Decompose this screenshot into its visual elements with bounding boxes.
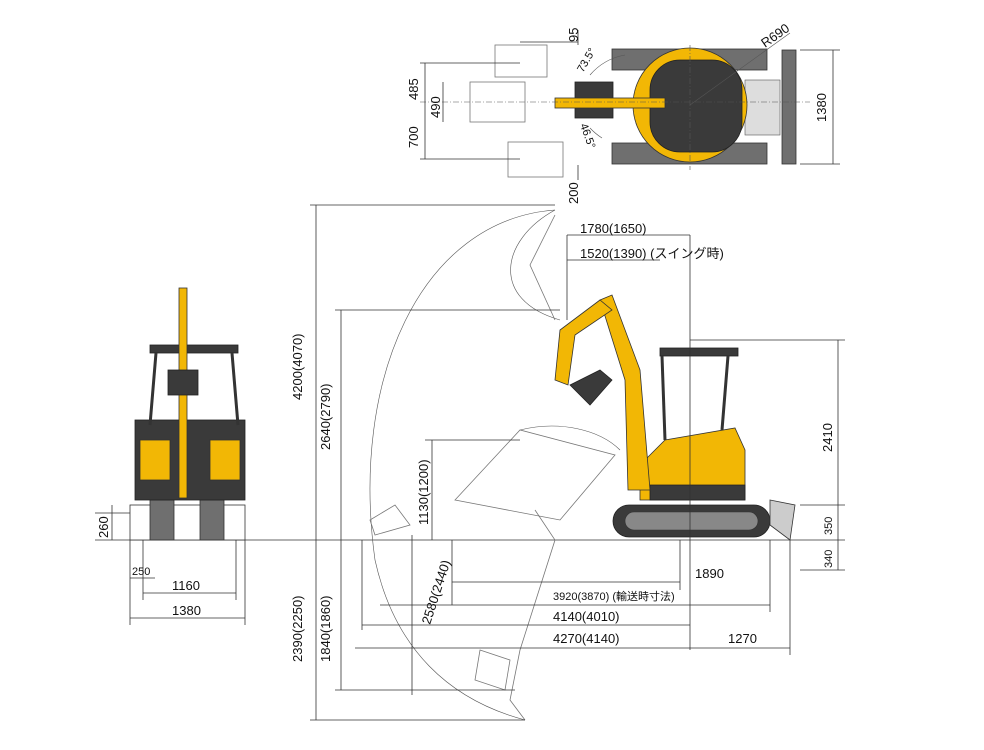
- dim-4200: 4200(4070): [290, 334, 305, 401]
- dim-r690: R690: [758, 20, 792, 50]
- dim-2390: 2390(2250): [290, 596, 305, 663]
- dim-2640: 2640(2790): [318, 384, 333, 451]
- dim-swing-left: 73.5°: [575, 46, 598, 74]
- dim-1130: 1130(1200): [416, 459, 431, 525]
- front-canopy-roof: [149, 344, 239, 354]
- dim-4270: 4270(4140): [553, 631, 620, 646]
- front-blade: [129, 504, 246, 541]
- side-view: 1780(1650) 1520(1390) (スイング時) 4200(4070)…: [95, 204, 845, 721]
- top-blade-arm: [744, 79, 781, 136]
- side-canopy-roof: [659, 347, 739, 357]
- dim-2410: 2410: [820, 423, 835, 452]
- top-arm: [554, 97, 666, 109]
- side-ghost-positions: [369, 214, 616, 721]
- front-track-left: [149, 499, 175, 541]
- dim-1160: 1160: [172, 578, 200, 593]
- side-arm: [554, 299, 613, 386]
- dim-4140: 4140(4010): [553, 609, 620, 624]
- working-envelope: [369, 209, 556, 721]
- dim-1780: 1780(1650): [580, 221, 647, 236]
- dim-1380-front: 1380: [172, 603, 201, 618]
- dim-250: 250: [132, 566, 150, 578]
- side-boom: [599, 294, 651, 491]
- dim-1890: 1890: [695, 566, 724, 581]
- dim-3920: 3920(3870) (輸送時寸法): [553, 589, 675, 603]
- side-blade: [769, 499, 796, 541]
- top-view: 95 R690 73.5° 46.5° 485 490 700 200 1380: [406, 20, 840, 204]
- dim-1520: 1520(1390) (スイング時): [580, 246, 724, 261]
- dim-95: 95: [566, 28, 581, 42]
- dim-2580: 2580(2440): [419, 558, 454, 626]
- front-view: 260 250 1160 1380: [95, 287, 246, 625]
- dim-260: 260: [96, 516, 111, 538]
- dim-200: 200: [566, 182, 581, 204]
- front-bucket: [167, 369, 199, 396]
- dim-1270: 1270: [728, 631, 757, 646]
- dim-700: 700: [406, 126, 421, 148]
- dim-350: 350: [823, 517, 835, 535]
- dim-1840: 1840(1860): [318, 596, 333, 663]
- top-blade: [781, 49, 797, 165]
- dim-490: 490: [428, 96, 443, 118]
- dim-1380-top: 1380: [814, 93, 829, 122]
- dim-340: 340: [823, 550, 835, 568]
- dim-swing-right: 46.5°: [577, 122, 597, 150]
- dim-485: 485: [406, 78, 421, 100]
- top-bucket-positions: [469, 44, 564, 178]
- side-bucket: [569, 369, 613, 406]
